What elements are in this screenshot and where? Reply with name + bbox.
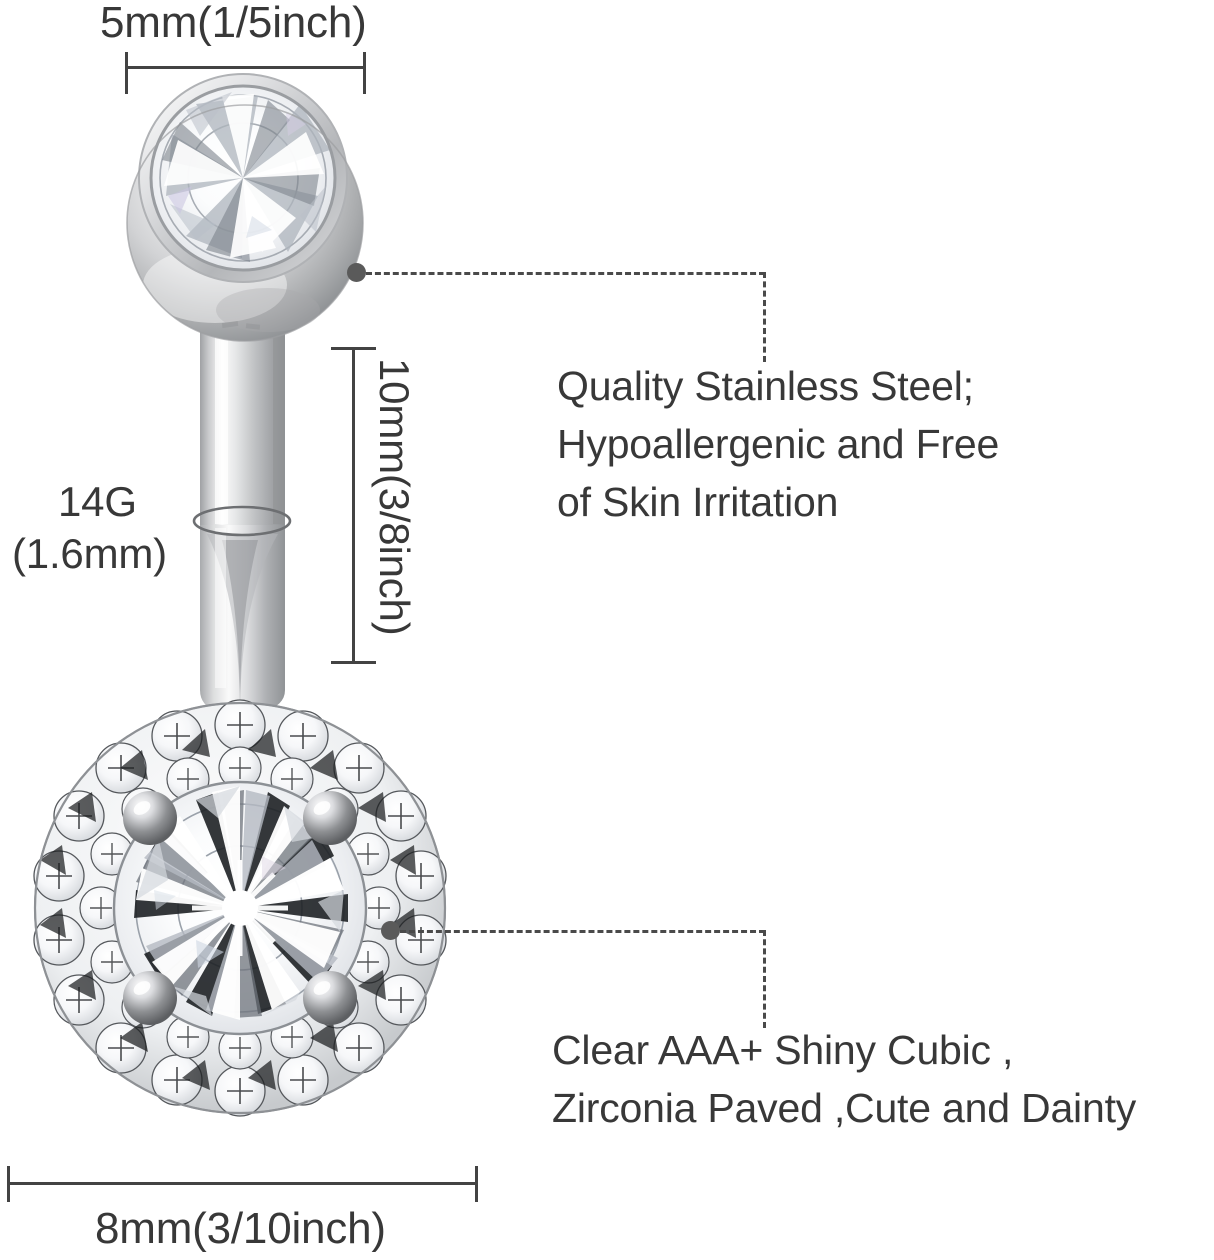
pave-ring-outer — [33, 699, 447, 1117]
callout-material-line-3: of Skin Irritation — [557, 479, 839, 525]
barbell-shaft — [200, 300, 285, 716]
callout-stones-leader-horizontal — [400, 930, 765, 933]
dimension-bottom-label: 8mm(3/10inch) — [95, 1204, 386, 1253]
dimension-vertical-label: 10mm(3/8inch) — [371, 358, 418, 636]
prong-beads — [123, 791, 357, 1025]
callout-material-line-1: Quality Stainless Steel; — [557, 363, 974, 409]
halo-gem-cluster — [33, 699, 447, 1117]
dimension-vertical-rule — [352, 348, 355, 664]
callout-material-leader-vertical — [763, 272, 766, 362]
callout-stones-dot — [381, 921, 400, 940]
callout-material-leader-horizontal — [366, 272, 765, 275]
dimension-top-label: 5mm(1/5inch) — [100, 0, 367, 47]
center-stone — [114, 782, 366, 1034]
top-ball — [126, 73, 364, 342]
dimension-top-tick-right — [363, 52, 366, 94]
dimension-vertical-tick-top — [331, 347, 376, 350]
gauge-label-line1: 14G — [58, 478, 137, 525]
dimension-vertical-tick-bottom — [331, 661, 376, 664]
callout-stones-line-1: Clear AAA+ Shiny Cubic , — [552, 1027, 1014, 1073]
dimension-bottom-tick-left — [7, 1166, 10, 1202]
dimension-top-tick-left — [125, 52, 128, 94]
gauge-ring — [192, 505, 292, 537]
dimension-bottom-rule — [7, 1182, 478, 1185]
callout-stones-leader-vertical — [763, 930, 766, 1028]
callout-stones-line-2: Zirconia Paved ,Cute and Dainty — [552, 1085, 1137, 1131]
gauge-label-line2: (1.6mm) — [12, 530, 167, 577]
callout-material-line-2: Hypoallergenic and Free — [557, 421, 1000, 467]
callout-material-dot — [347, 263, 366, 282]
dimension-top-rule — [125, 66, 366, 69]
dimension-bottom-tick-right — [475, 1166, 478, 1202]
